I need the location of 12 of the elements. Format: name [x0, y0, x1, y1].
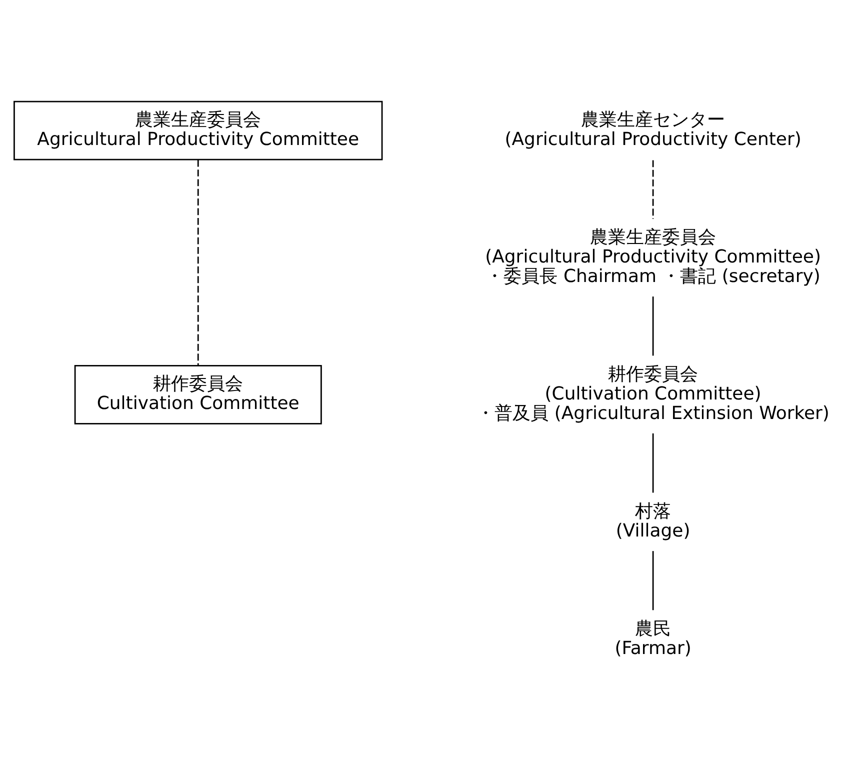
- connector: [652, 551, 654, 610]
- node-text: 農民 (Farmar): [614, 618, 692, 659]
- node-text: 農業生産委員会 (Agricultural Productivity Committee) ・委員長 Chairmam ・書記 (secretary): [485, 227, 821, 287]
- node-text: 耕作委員会 (Cultivation Committee) ・普及員 (Agricultural Extinsion Worker): [476, 364, 830, 424]
- connector: [197, 160, 199, 366]
- node-box: 耕作委員会 Cultivation Committee: [74, 364, 322, 424]
- connector: [652, 160, 654, 219]
- connector: [652, 433, 654, 493]
- node-box: 農業生産委員会 Agricultural Productivity Committee: [14, 100, 383, 160]
- node-text: 農業生産センター (Agricultural Productivity Center): [504, 110, 802, 150]
- node-text: 村落 (Village): [616, 500, 690, 542]
- connector: [652, 296, 654, 356]
